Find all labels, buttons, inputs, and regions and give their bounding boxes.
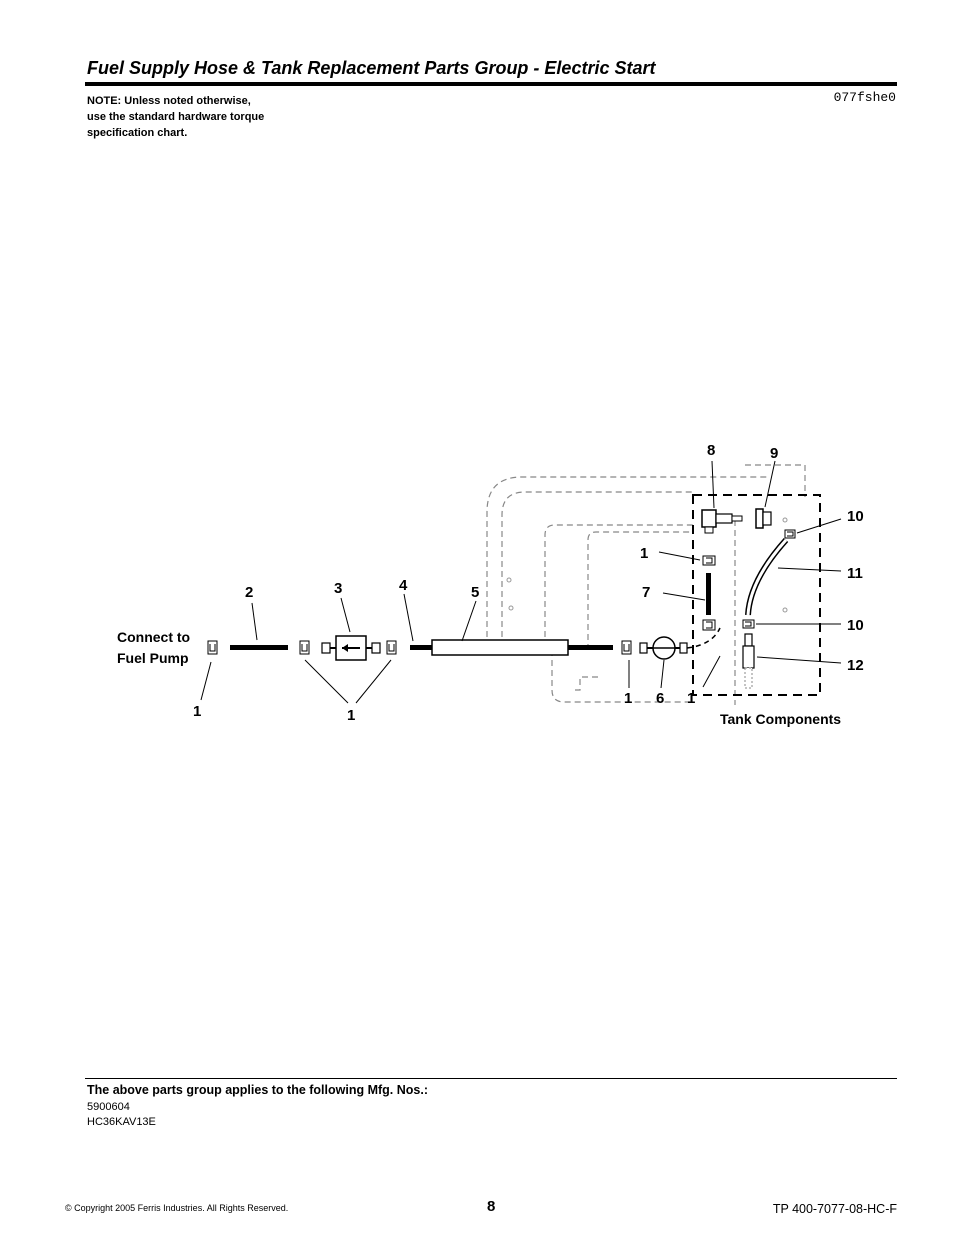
fuel-hose-segment xyxy=(230,645,288,650)
callout-1: 1 xyxy=(624,690,632,707)
inline-fuel-filter-icon xyxy=(321,635,381,661)
short-fuel-hose xyxy=(706,573,711,615)
page-title: Fuel Supply Hose & Tank Replacement Part… xyxy=(87,58,656,78)
frame-hole xyxy=(508,605,514,611)
callout-9: 9 xyxy=(770,445,778,462)
applies-label: The above parts group applies to the fol… xyxy=(87,1083,428,1097)
callout-6: 6 xyxy=(656,690,664,707)
callout-1: 1 xyxy=(687,690,695,707)
protective-sleeve xyxy=(431,639,569,656)
clamp-icon xyxy=(742,619,755,629)
callout-11: 11 xyxy=(847,565,863,582)
callout-5: 5 xyxy=(471,584,479,601)
tank-hose-dashed xyxy=(686,627,721,649)
note-line: specification chart. xyxy=(87,127,188,139)
fuel-hose-segment xyxy=(410,645,432,650)
callout-10: 10 xyxy=(847,617,864,634)
page-number: 8 xyxy=(487,1198,496,1215)
fuel-pickup-icon xyxy=(742,633,755,689)
tank-components-label: Tank Components xyxy=(720,711,841,727)
tank-components-box xyxy=(692,494,821,696)
document-number: TP 400-7077-08-HC-F xyxy=(772,1202,897,1216)
footer-rule xyxy=(85,1078,897,1079)
curved-tank-hose xyxy=(745,537,789,616)
callout-1: 1 xyxy=(640,545,648,562)
hose-clamp-icon xyxy=(299,640,310,655)
frame-hole xyxy=(506,577,512,583)
mfg-number: HC36KAV13E xyxy=(87,1116,156,1128)
mfg-number: 5900604 xyxy=(87,1101,130,1113)
hose-clamp-icon xyxy=(386,640,397,655)
callout-1: 1 xyxy=(193,703,201,720)
clamp-icon xyxy=(702,619,716,631)
fuel-hose-diagram: 1 2 3 1 4 5 1 6 1 1 7 8 9 10 11 10 12 Co… xyxy=(117,442,864,727)
connect-label: Connect to xyxy=(117,629,190,645)
callout-7: 7 xyxy=(642,584,650,601)
frame-hole xyxy=(782,517,788,523)
callout-1: 1 xyxy=(347,707,355,724)
header-rule xyxy=(85,82,897,86)
drawing-code: 077fshe0 xyxy=(833,90,896,105)
note-line: use the standard hardware torque xyxy=(87,111,265,123)
frame-outline xyxy=(486,464,806,705)
callout-3: 3 xyxy=(334,580,342,597)
fuel-hose-segment xyxy=(568,645,613,650)
tank-bushing-icon xyxy=(755,508,772,529)
callout-8: 8 xyxy=(707,442,715,459)
callout-4: 4 xyxy=(399,577,408,594)
note-line: NOTE: Unless noted otherwise, xyxy=(87,95,251,107)
callout-12: 12 xyxy=(847,657,864,674)
torque-note: NOTE: Unless noted otherwise, use the st… xyxy=(87,93,317,141)
leader-lines xyxy=(200,460,842,704)
tank-parts xyxy=(701,508,796,689)
callout-10: 10 xyxy=(847,508,864,525)
frame-hole xyxy=(782,607,788,613)
clamp-icon xyxy=(702,555,716,566)
fuel-line-assembly xyxy=(207,627,721,661)
connect-label: Fuel Pump xyxy=(117,650,189,666)
shutoff-valve-icon xyxy=(639,636,688,660)
clamp-icon xyxy=(784,529,796,539)
elbow-fitting-icon xyxy=(701,509,743,534)
copyright: © Copyright 2005 Ferris Industries. All … xyxy=(65,1203,289,1213)
callout-2: 2 xyxy=(245,584,253,601)
hose-clamp-icon xyxy=(207,640,218,655)
hose-clamp-icon xyxy=(621,640,632,655)
